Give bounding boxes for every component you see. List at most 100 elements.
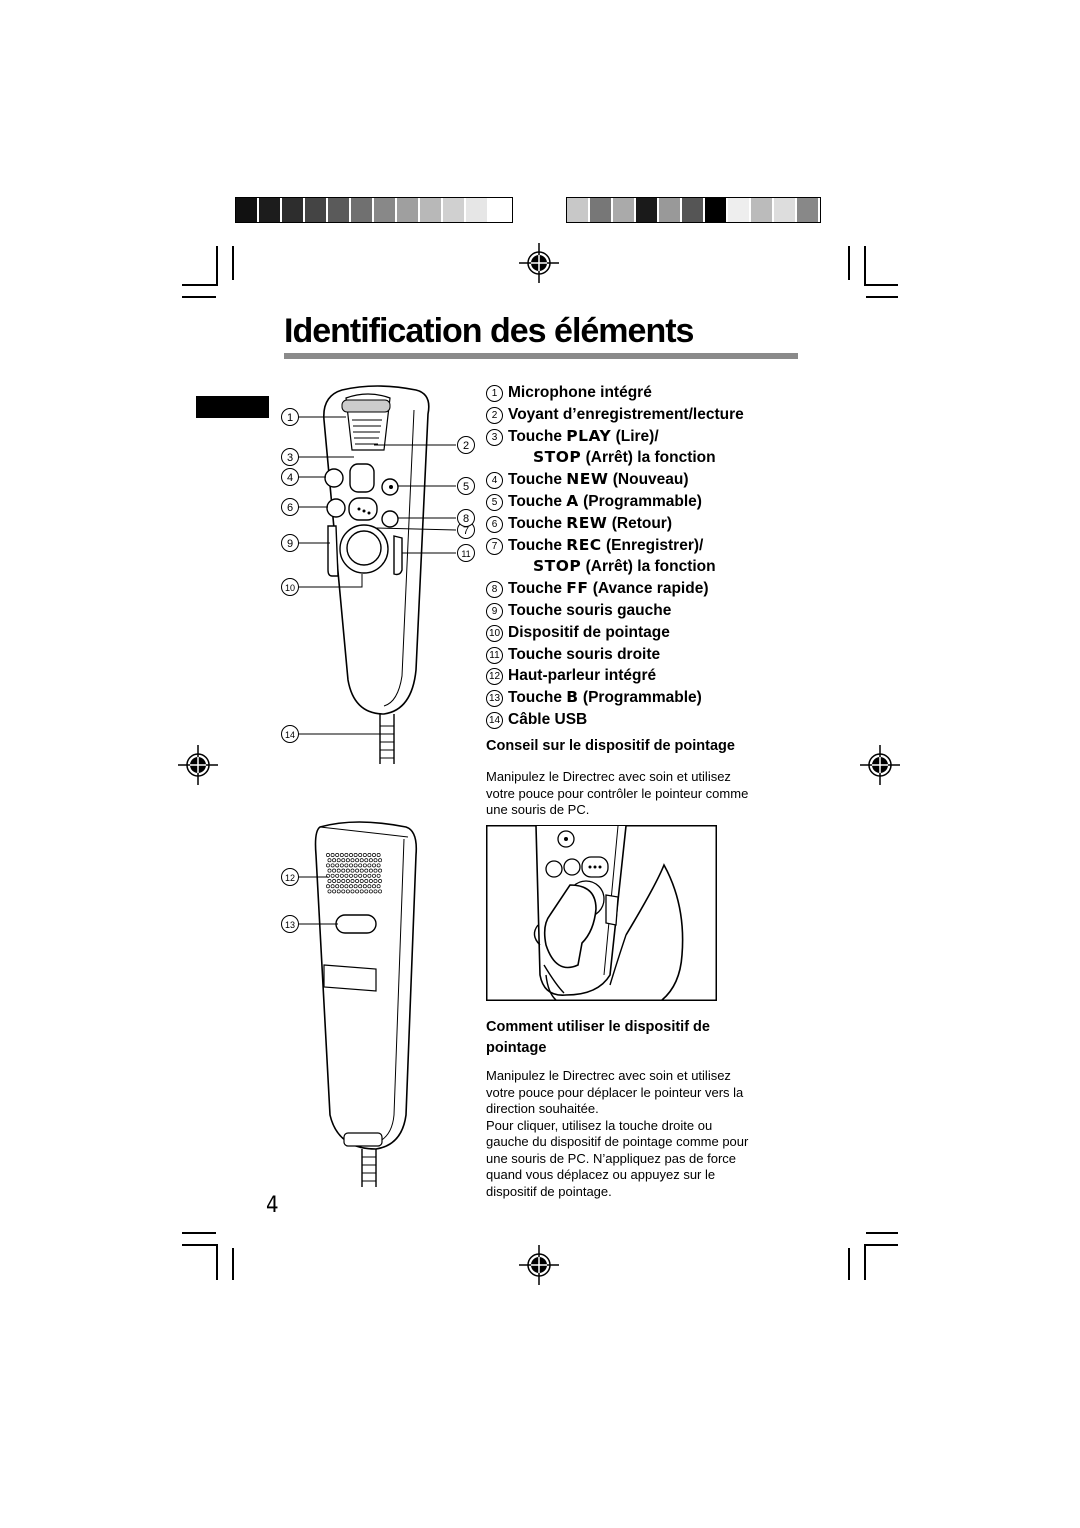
device-back-illustration [298,821,418,1187]
svg-text:8: 8 [463,513,469,525]
svg-text:9: 9 [287,538,293,550]
item-label: (Programmable) [578,492,702,510]
page-number: 4 [266,1193,279,1218]
key-name: REC [566,535,602,554]
registration-color-bar-left [235,197,513,223]
svg-text:14: 14 [285,730,295,740]
color-swatch [728,198,751,222]
crop-mark [232,1248,234,1280]
key-name: PLAY [566,426,612,445]
crop-mark [866,296,898,298]
item-number-badge: 12 [486,668,503,686]
crop-mark [866,1232,898,1234]
key-name: REW [566,513,608,532]
item-label: Touche souris gauche [508,601,672,619]
color-swatch [397,198,420,222]
item-label: (Programmable) [578,689,702,707]
title-underline [284,353,798,359]
item-label: Câble USB [508,710,588,728]
tip-heading: Conseil sur le dispositif de pointage [486,738,735,754]
color-swatch [236,198,259,222]
color-swatch [328,198,351,222]
item-number-badge: 5 [486,493,503,511]
color-swatch [443,198,466,222]
item-label: (Nouveau) [608,471,689,489]
color-swatch [567,198,590,222]
callout-number: 1 [281,408,299,426]
svg-text:10: 10 [285,583,295,593]
howto-heading: Comment utiliser le dispositif de pointa… [486,1019,710,1056]
item-label: Touche [508,427,567,445]
crop-mark [232,246,234,280]
registration-target-icon [860,745,900,785]
color-swatch [420,198,443,222]
callout-number: 3 [281,448,299,466]
color-swatch [590,198,613,222]
item-number-badge: 8 [486,581,503,599]
item-number-badge: 3 [486,428,503,446]
color-swatch [705,198,728,222]
color-swatch [774,198,797,222]
callout-number: 4 [281,468,299,486]
item-label: (Arrêt) la fonction [581,558,716,576]
parts-list-item: 3 Touche PLAY (Lire)/ [486,426,744,448]
callout-number: 10 [281,578,299,596]
item-label: (Enregistrer)/ [601,536,704,554]
item-label: Touche [508,580,567,598]
registration-color-bar-right [566,197,821,223]
item-number-badge: 13 [486,690,503,708]
section-tab-marker [196,396,269,418]
item-label: Dispositif de pointage [508,623,670,641]
crop-mark [864,246,866,286]
key-name: STOP [533,557,582,576]
key-name: B [566,688,579,707]
crop-mark [848,1248,850,1280]
item-label: (Lire)/ [611,427,659,445]
item-label: (Retour) [607,514,672,532]
item-number-badge: 14 [486,711,503,729]
svg-text:11: 11 [461,549,470,559]
item-label: Touche [508,689,567,707]
item-label: (Avance rapide) [588,580,709,598]
color-swatch [374,198,397,222]
item-label: Touche [508,536,567,554]
color-swatch [682,198,705,222]
item-label: Touche [508,514,567,532]
svg-text:12: 12 [285,873,295,883]
speaker-grille-icon [326,853,383,894]
color-swatch [489,198,512,222]
color-swatch [466,198,489,222]
tip-paragraph: Manipulez le Directrec avec soin et util… [486,769,749,817]
svg-text:4: 4 [287,472,293,484]
crop-mark [866,1244,898,1246]
color-swatch [282,198,305,222]
color-swatch [751,198,774,222]
callout-number: 5 [457,477,475,495]
item-number-badge: 4 [486,472,503,490]
registration-target-icon [519,243,559,283]
color-swatch [351,198,374,222]
hand-using-device-illustration [486,825,717,1001]
parts-list-item: 8 Touche FF (Avance rapide) [486,578,744,600]
key-name: FF [566,579,589,598]
parts-list-item: STOP (Arrêt) la fonction [486,556,744,578]
color-swatch [659,198,682,222]
registration-target-icon [519,1245,559,1285]
crop-mark [866,284,898,286]
item-label: Microphone intégré [508,384,652,401]
item-number-badge: 6 [486,515,503,533]
crop-mark [182,296,216,298]
item-number-badge: 2 [486,406,503,424]
key-name: A [566,491,579,510]
color-swatch [797,198,820,222]
color-swatch [636,198,659,222]
